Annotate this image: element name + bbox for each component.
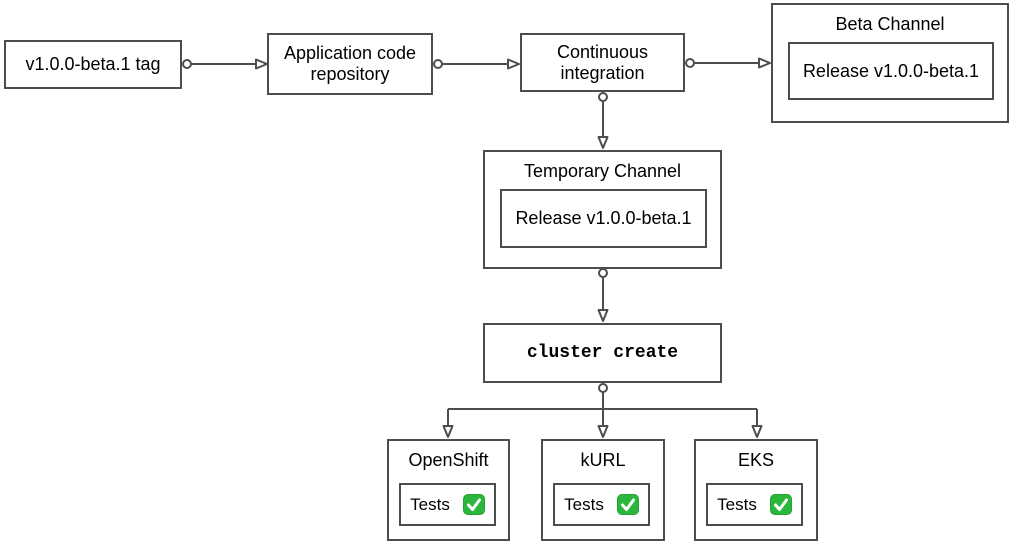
node-cluster-create-label: cluster create — [526, 342, 679, 363]
edge-ci-to-temporary-channel — [597, 92, 609, 149]
node-temporary-channel-release-label: Release v1.0.0-beta.1 — [515, 208, 692, 228]
node-continuous-integration: Continuous integration — [520, 33, 685, 92]
node-temporary-channel-title: Temporary Channel — [523, 161, 682, 181]
node-openshift-title: OpenShift — [408, 450, 489, 470]
node-beta-channel-title: Beta Channel — [835, 14, 945, 34]
node-application-code-repository-label: Application code repository — [283, 43, 417, 84]
edge-ci-to-beta-channel — [685, 57, 771, 69]
node-kurl-title: kURL — [580, 450, 626, 470]
node-kurl-tests-label: Tests — [564, 495, 604, 514]
node-application-code-repository: Application code repository — [267, 33, 433, 95]
node-openshift-tests-label: Tests — [410, 495, 450, 514]
node-openshift: OpenShift Tests — [387, 439, 510, 541]
node-temporary-channel: Temporary Channel Release v1.0.0-beta.1 — [483, 150, 722, 269]
node-openshift-tests: Tests — [399, 483, 496, 526]
edge-tag-to-repo — [182, 58, 268, 70]
edge-temporary-channel-to-cluster-create — [597, 268, 609, 322]
node-eks: EKS Tests — [694, 439, 818, 541]
node-eks-tests-label: Tests — [717, 495, 757, 514]
check-mark-icon — [616, 494, 639, 515]
node-kurl: kURL Tests — [541, 439, 665, 541]
node-beta-channel-release: Release v1.0.0-beta.1 — [788, 42, 994, 100]
check-mark-icon — [769, 494, 792, 515]
check-mark-icon — [462, 494, 485, 515]
node-kurl-tests: Tests — [553, 483, 650, 526]
edge-repo-to-ci — [433, 58, 520, 70]
node-version-tag: v1.0.0-beta.1 tag — [4, 40, 182, 89]
node-temporary-channel-release: Release v1.0.0-beta.1 — [500, 189, 707, 248]
edge-cluster-create-to-platforms — [442, 383, 763, 438]
node-continuous-integration-label: Continuous integration — [556, 41, 649, 83]
node-cluster-create: cluster create — [483, 323, 722, 383]
node-eks-tests: Tests — [706, 483, 803, 526]
node-version-tag-label: v1.0.0-beta.1 tag — [25, 54, 161, 74]
node-eks-title: EKS — [737, 450, 775, 470]
node-beta-channel-release-label: Release v1.0.0-beta.1 — [802, 60, 980, 81]
node-beta-channel: Beta Channel Release v1.0.0-beta.1 — [771, 3, 1009, 123]
